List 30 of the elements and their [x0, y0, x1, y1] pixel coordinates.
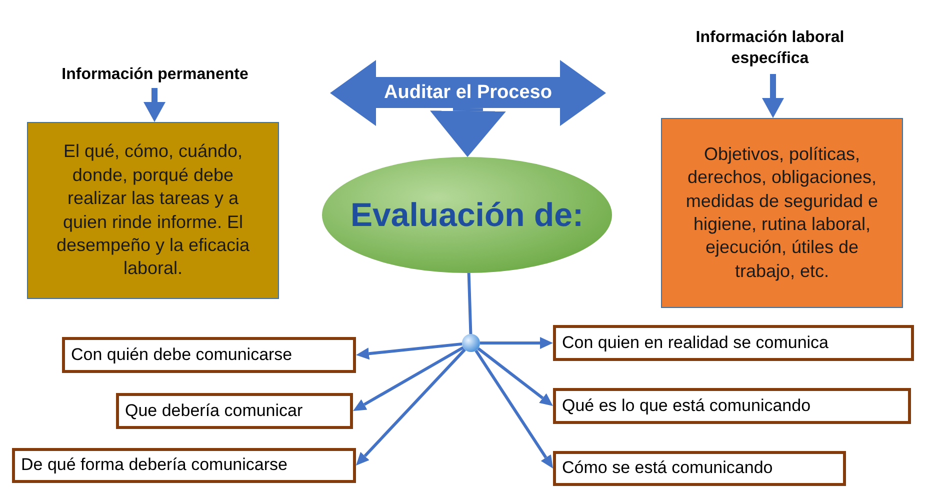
arrow: [477, 347, 553, 406]
arrow: [474, 350, 553, 468]
box-text: Qué es lo que está comunicando: [562, 396, 811, 416]
box-text: El qué, cómo, cuándo, donde, porqué debe realizar las tareas y a quien rinde informe. El desempeño y la eficacia laboral.: [55, 140, 251, 280]
item-box: [12, 448, 356, 483]
block-arrow: [430, 108, 506, 157]
heading-text: Información laboral específica: [694, 28, 846, 69]
info-box: [661, 118, 903, 308]
title-text: Evaluación de:: [350, 194, 584, 235]
item-box: [553, 451, 846, 486]
info-box: [27, 122, 279, 299]
box-text: Que debería comunicar: [125, 402, 303, 420]
arrow-label: Auditar el Proceso: [384, 80, 552, 105]
arrow: [762, 74, 784, 118]
box-text: Cómo se está comunicando: [562, 459, 773, 478]
item-box: [553, 325, 914, 361]
arrow: [356, 342, 462, 360]
box-text: Objetivos, políticas, derechos, obligaciones, medidas de seguridad e higiene, rutina laboral, ejecución, útiles de trabajo, etc.: [684, 142, 880, 283]
item-box: [116, 393, 353, 429]
box-text: Con quien en realidad se comunica: [562, 334, 829, 352]
heading-text: Información permanente: [62, 64, 248, 85]
arrow: [356, 348, 466, 466]
box-text: Con quién debe comunicarse: [71, 346, 292, 364]
connector-line: [467, 272, 472, 334]
arrow: [353, 346, 464, 411]
box-text: De qué forma debería comunicarse: [21, 456, 288, 475]
arrow: [144, 88, 166, 122]
arrow: [480, 337, 553, 349]
item-box: [62, 337, 356, 373]
item-box: [553, 388, 911, 424]
